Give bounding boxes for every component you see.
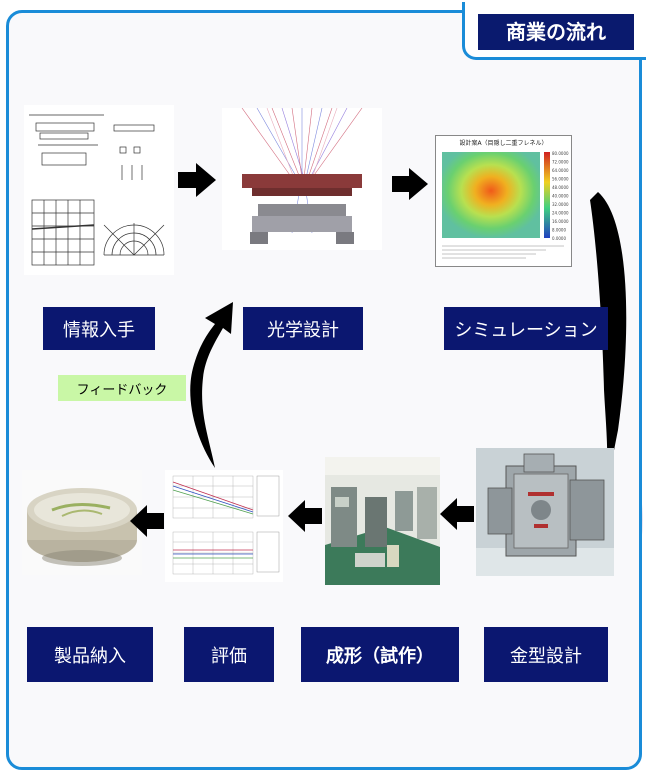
scale-tick: 16.0000	[552, 219, 569, 224]
label-optical-design: 光学設計	[243, 307, 363, 350]
simulation-heading: 設計案A（目隠し二重フレネル）	[459, 140, 548, 147]
scale-tick: 80.0000	[552, 151, 569, 156]
scale-tick: 0.0000	[552, 236, 566, 241]
arrow-left-icon	[440, 498, 474, 530]
label-info: 情報入手	[43, 307, 155, 350]
curved-arrow-up-icon	[190, 302, 233, 468]
arrow-right-icon	[392, 168, 428, 200]
scale-tick: 72.0000	[552, 160, 569, 165]
scale-tick: 8.0000	[552, 228, 566, 233]
evaluation-graphs-image	[165, 470, 283, 582]
arrow-right-icon	[178, 163, 216, 197]
product-image	[22, 470, 142, 575]
scale-tick: 48.0000	[552, 185, 569, 190]
label-mold-design: 金型設計	[484, 627, 608, 682]
label-evaluation: 評価	[184, 627, 274, 682]
scale-tick: 64.0000	[552, 168, 569, 173]
label-simulation: シミュレーション	[444, 307, 608, 350]
mold-cad-image	[476, 448, 614, 576]
page-title: 商業の流れ	[478, 14, 634, 50]
optical-raytrace-image	[222, 108, 382, 250]
molding-factory-image	[325, 457, 440, 585]
arrow-left-icon	[288, 500, 322, 532]
label-molding: 成形（試作）	[301, 627, 459, 682]
label-product-delivery: 製品納入	[27, 627, 153, 682]
arrow-left-icon	[130, 505, 164, 537]
curved-arrow-down-icon	[590, 192, 627, 515]
simulation-image: 設計案A（目隠し二重フレネル） 80.0000 72.0000 64.0000	[435, 135, 572, 267]
scale-tick: 24.0000	[552, 211, 569, 216]
scale-tick: 40.0000	[552, 194, 569, 199]
technical-drawing-image	[24, 105, 174, 275]
label-feedback: フィードバック	[58, 375, 186, 401]
scale-tick: 56.0000	[552, 177, 569, 182]
scale-tick: 32.0000	[552, 202, 569, 207]
